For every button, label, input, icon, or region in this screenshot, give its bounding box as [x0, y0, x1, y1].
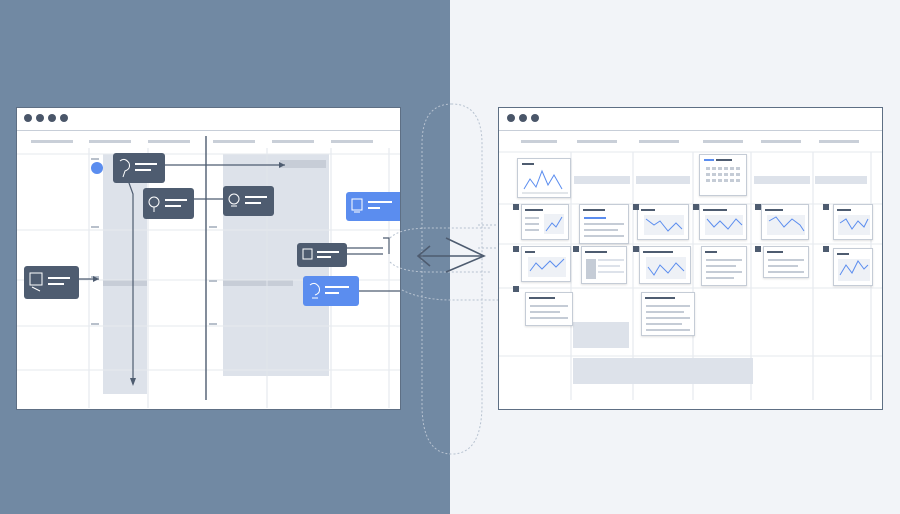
chart-thumbnail[interactable]: [581, 246, 627, 284]
chart-thumbnail[interactable]: [763, 246, 809, 278]
chart-thumbnail[interactable]: [521, 246, 571, 282]
right-window-titlebar: [499, 108, 882, 131]
window-control-dot[interactable]: [36, 114, 44, 122]
timeline-card[interactable]: [143, 188, 194, 219]
right-dashboard-grid: [499, 140, 882, 400]
chart-thumbnail[interactable]: [699, 154, 747, 196]
bidirectional-arrow-icon: [416, 237, 486, 273]
window-control-dot[interactable]: [60, 114, 68, 122]
window-control-dot[interactable]: [48, 114, 56, 122]
right-dashboard-window: [498, 107, 883, 410]
chart-thumbnail[interactable]: [833, 248, 873, 286]
window-control-dot[interactable]: [507, 114, 515, 122]
timeline-card[interactable]: [297, 243, 347, 267]
timeline-card-highlighted[interactable]: [346, 192, 400, 221]
window-control-dot[interactable]: [24, 114, 32, 122]
chart-thumbnail[interactable]: [517, 158, 571, 198]
left-window-titlebar: [17, 108, 400, 131]
chart-thumbnail[interactable]: [525, 292, 573, 326]
chart-thumbnail[interactable]: [639, 246, 691, 284]
window-control-dot[interactable]: [531, 114, 539, 122]
timeline-card[interactable]: [24, 266, 79, 299]
window-control-dot[interactable]: [519, 114, 527, 122]
left-timeline-window: [16, 107, 401, 410]
chart-thumbnail[interactable]: [701, 246, 747, 286]
chart-thumbnail[interactable]: [579, 204, 629, 244]
chart-thumbnail[interactable]: [833, 204, 873, 240]
timeline-card[interactable]: [113, 153, 165, 183]
timeline-card-highlighted[interactable]: [303, 276, 359, 306]
left-timeline-grid: [17, 136, 400, 408]
chart-thumbnail[interactable]: [521, 204, 569, 240]
chart-thumbnail[interactable]: [637, 204, 689, 240]
chart-thumbnail[interactable]: [761, 204, 809, 240]
chart-thumbnail[interactable]: [641, 292, 695, 336]
chart-thumbnail[interactable]: [699, 204, 747, 240]
timeline-card[interactable]: [223, 186, 274, 216]
